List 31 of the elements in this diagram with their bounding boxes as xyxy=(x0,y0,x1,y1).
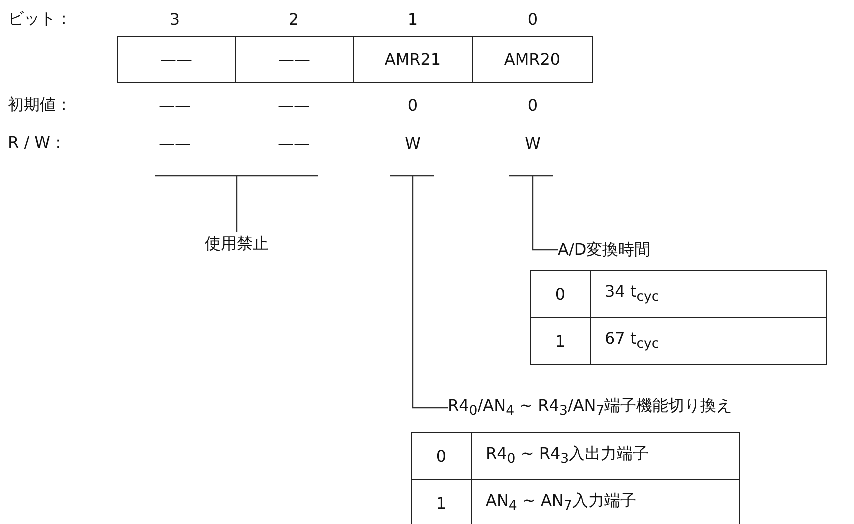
leader-text: 使用禁止 xyxy=(205,232,269,256)
register-bit: —— xyxy=(235,36,354,83)
initial-value: 0 xyxy=(406,94,420,116)
initial-value: 0 xyxy=(526,94,540,116)
access-type: —— xyxy=(158,132,192,154)
access-type: W xyxy=(524,132,542,154)
table-cell: 1 xyxy=(530,317,591,365)
table-cell: 0 xyxy=(530,270,591,318)
row-label: ビット： xyxy=(8,8,73,30)
bit-number: 2 xyxy=(288,8,300,30)
table-cell: 67 t$_{cyc}$ xyxy=(590,317,827,365)
leader-line xyxy=(412,176,448,409)
register-bit: AMR20 xyxy=(472,36,593,83)
bit-number: 3 xyxy=(168,8,182,30)
initial-value: —— xyxy=(158,94,192,116)
leader-text: R4$_{0}$/AN$_{4}$ ~ R4$_{3}$/AN$_{7}$端子機能切り換え xyxy=(448,396,733,420)
table-cell: 34 t$_{cyc}$ xyxy=(590,270,827,318)
access-type: W xyxy=(404,132,422,154)
initial-value: —— xyxy=(277,94,311,116)
table-cell: R4$_{0}$ ~ R4$_{3}$入出力端子 xyxy=(471,432,740,480)
bit-number: 1 xyxy=(406,8,420,30)
row-label: 初期値： xyxy=(8,94,73,116)
access-type: —— xyxy=(277,132,311,154)
leader-text: A/D変換時間 xyxy=(558,238,651,262)
table-cell: 0 xyxy=(411,432,472,480)
leader-line xyxy=(532,176,558,251)
register-bit: AMR21 xyxy=(353,36,473,83)
register-bit: —— xyxy=(117,36,236,83)
bit-number: 0 xyxy=(526,8,540,30)
leader-line xyxy=(236,176,238,232)
row-label: R / W： xyxy=(8,132,68,154)
